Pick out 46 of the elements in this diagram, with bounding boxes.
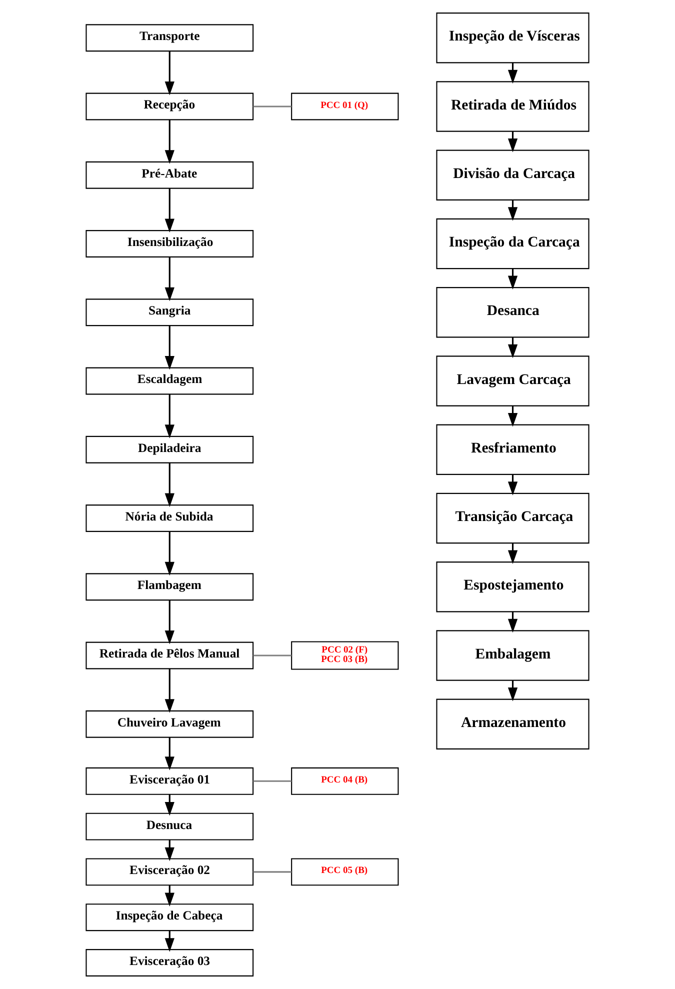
arrow [164, 257, 174, 302]
node-box: Resfriamento [436, 424, 590, 475]
node-box: Flambagem [86, 573, 254, 601]
node-box: Desnuca [86, 812, 254, 840]
node-box: Espostejamento [436, 562, 590, 612]
connector [253, 106, 292, 108]
arrow [164, 326, 174, 370]
node-box: Escaldagem [86, 367, 254, 395]
node-box: Chuveiro Lavagem [86, 710, 254, 738]
node-box: Retirada de Pêlos Manual [86, 642, 254, 670]
arrow [164, 668, 174, 713]
node-box: Inspeção da Carcaça [436, 218, 590, 270]
node-box: Divisão da Carcaça [436, 150, 590, 200]
arrow [164, 600, 174, 644]
connector [253, 654, 292, 656]
node-box: Transição Carcaça [436, 492, 590, 544]
arrow [164, 51, 174, 96]
node-box: Evisceração 01 [86, 767, 254, 795]
arrow [164, 737, 174, 770]
node-box: Insensibilização [86, 230, 254, 258]
arrow [164, 188, 174, 233]
node-box: Sangria [86, 298, 254, 326]
arrow [164, 120, 174, 164]
node-box: Desanca [436, 287, 590, 338]
node-box: PCC 05 (B) [291, 858, 399, 886]
node-box: PCC 02 (F) PCC 03 (B) [291, 641, 399, 670]
node-box: PCC 01 (Q) [291, 92, 399, 120]
node-box: Nória de Subida [86, 504, 254, 532]
arrow [164, 462, 174, 508]
node-box: Retirada de Miúdos [436, 81, 590, 132]
node-box: Embalagem [436, 630, 590, 681]
connector [253, 780, 292, 782]
node-box: Lavagem Carcaça [436, 356, 590, 406]
node-box: Armazenamento [436, 698, 590, 750]
arrow [164, 394, 174, 438]
arrow [164, 532, 174, 576]
node-box: Recepção [86, 92, 254, 120]
node-box: Evisceração 03 [86, 949, 254, 976]
node-box: Depiladeira [86, 436, 254, 464]
node-box: Inspeção de Vísceras [436, 12, 590, 64]
node-box: Evisceração 02 [86, 858, 254, 886]
node-box: PCC 04 (B) [291, 767, 399, 795]
connector [253, 871, 292, 873]
node-box: Pré-Abate [86, 161, 254, 189]
node-box: Inspeção de Cabeça [86, 904, 254, 932]
node-box: Transporte [86, 24, 254, 52]
